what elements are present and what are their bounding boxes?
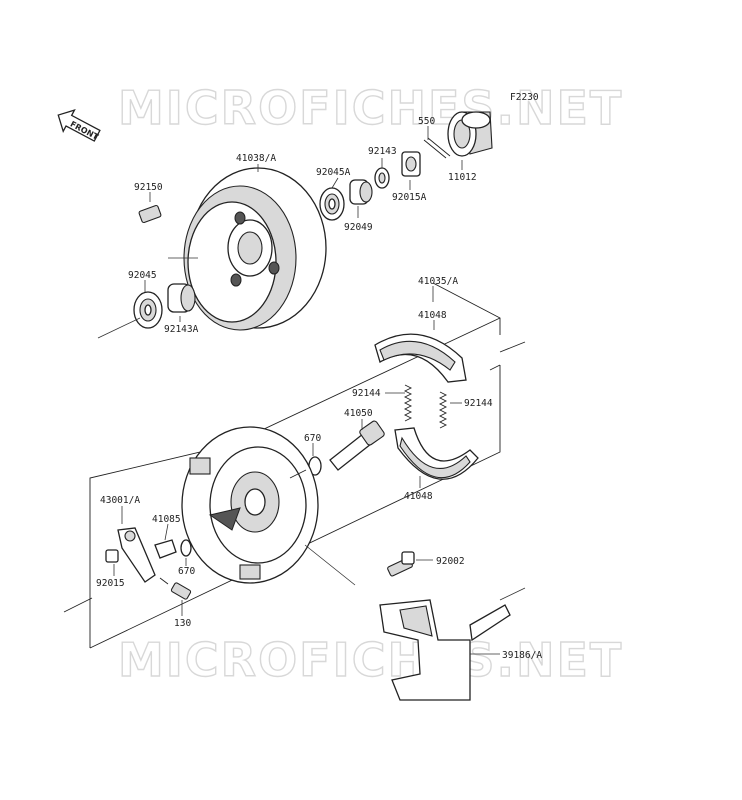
bearing-bottom (133, 291, 163, 329)
label-92150: 92150 (134, 182, 163, 193)
spring-right (438, 391, 448, 429)
front-arrow-icon: FRONT (57, 109, 101, 142)
lever-bolt (159, 577, 192, 600)
hub-cap (447, 111, 493, 157)
label-41038A: 41038/A (236, 153, 276, 164)
indicator-plate (154, 539, 177, 559)
assembly-outline (63, 282, 526, 649)
cam-lever (117, 527, 156, 583)
brake-shoe-bottom (394, 427, 479, 480)
label-92143: 92143 (368, 146, 397, 157)
label-41048-top: 41048 (418, 310, 447, 321)
steering-knuckle (379, 599, 511, 701)
label-92144-right: 92144 (464, 398, 493, 409)
leader-lines (97, 126, 526, 655)
label-92045A: 92045A (316, 167, 351, 178)
castle-nut (401, 151, 421, 177)
plug-bolt (138, 204, 162, 224)
label-92143A: 92143A (164, 324, 199, 335)
label-11012: 11012 (448, 172, 477, 183)
part-labels: 550 11012 92143 92045A 92015A 92049 4103… (96, 116, 542, 661)
spring-left (403, 384, 413, 422)
label-130: 130 (174, 618, 191, 629)
brake-shoe-top (374, 333, 467, 383)
label-92144-left: 92144 (352, 388, 381, 399)
label-92002: 92002 (436, 556, 465, 567)
label-550: 550 (418, 116, 435, 127)
label-92049: 92049 (344, 222, 373, 233)
diagram-code: F2230 (510, 92, 539, 103)
label-41085: 41085 (152, 514, 181, 525)
brake-camshaft (329, 420, 385, 471)
o-ring-lower (180, 539, 192, 557)
label-670-lower: 670 (178, 566, 195, 577)
mounting-bolt (387, 551, 415, 577)
label-41048-bottom: 41048 (404, 491, 433, 502)
label-92015: 92015 (96, 578, 125, 589)
brake-drum (183, 167, 327, 331)
brake-panel (181, 426, 319, 584)
bearing-top (319, 187, 345, 221)
lever-nut (105, 549, 119, 563)
collar-top (349, 179, 373, 205)
label-92015A: 92015A (392, 192, 427, 203)
label-41050: 41050 (344, 408, 373, 419)
label-43001A: 43001/A (100, 495, 140, 506)
label-670-upper: 670 (304, 433, 321, 444)
label-41035A: 41035/A (418, 276, 458, 287)
label-39186A: 39186/A (502, 650, 542, 661)
watermark-top: MICROFICHES.NET (118, 81, 623, 135)
label-92045: 92045 (128, 270, 157, 281)
washer-top (374, 167, 390, 189)
cotter-pin (423, 137, 451, 159)
watermark-bottom: MICROFICHES.NET (118, 633, 623, 687)
spacer-collar (167, 283, 196, 313)
